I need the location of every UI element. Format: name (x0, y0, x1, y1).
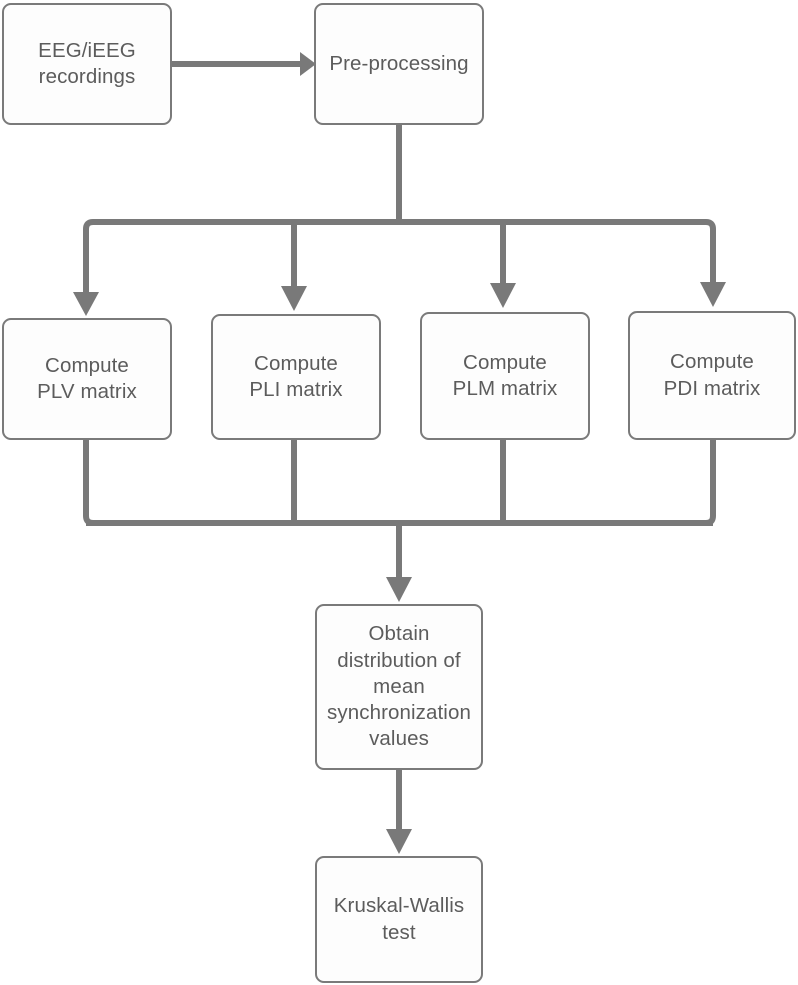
connector-split-bus-to-pdi (700, 230, 726, 307)
connector-split-bus-to-plm (490, 225, 516, 308)
node-compute-pdi[interactable]: Compute PDI matrix (628, 311, 796, 440)
connector-split-bus-to-plv (73, 230, 99, 316)
node-compute-plv-label: Compute PLV matrix (37, 353, 137, 403)
node-pre-processing-label: Pre-processing (329, 51, 469, 75)
connector-merge-bus-to-obtain-distribution (386, 523, 412, 602)
node-kruskal-wallis-label: Kruskal-Wallis test (333, 894, 465, 944)
connector-split-bus-to-pli (281, 225, 307, 311)
connector-obtain-distribution-to-kruskal-wallis (386, 770, 412, 854)
split-bus (83, 219, 716, 236)
node-obtain-distribution-label: Obtain distribution of mean synchronizat… (327, 622, 471, 751)
connector-pdi-to-merge-bus (660, 440, 716, 526)
node-kruskal-wallis[interactable]: Kruskal-Wallis test (315, 856, 483, 983)
node-pre-processing[interactable]: Pre-processing (314, 3, 484, 125)
node-compute-pli-label: Compute PLI matrix (249, 351, 343, 401)
node-compute-plm-label: Compute PLM matrix (452, 350, 558, 400)
node-eeg-recordings[interactable]: EEG/iEEG recordings (2, 3, 172, 125)
node-eeg-recordings-label: EEG/iEEG recordings (38, 38, 136, 88)
node-compute-plv[interactable]: Compute PLV matrix (2, 318, 172, 440)
node-compute-pli[interactable]: Compute PLI matrix (211, 314, 381, 440)
connector-plv-to-merge-bus (83, 440, 140, 526)
node-compute-pdi-label: Compute PDI matrix (663, 350, 761, 400)
node-compute-plm[interactable]: Compute PLM matrix (420, 312, 590, 440)
node-obtain-distribution[interactable]: Obtain distribution of mean synchronizat… (315, 604, 483, 770)
connector-eeg-to-preprocessing (172, 52, 316, 76)
